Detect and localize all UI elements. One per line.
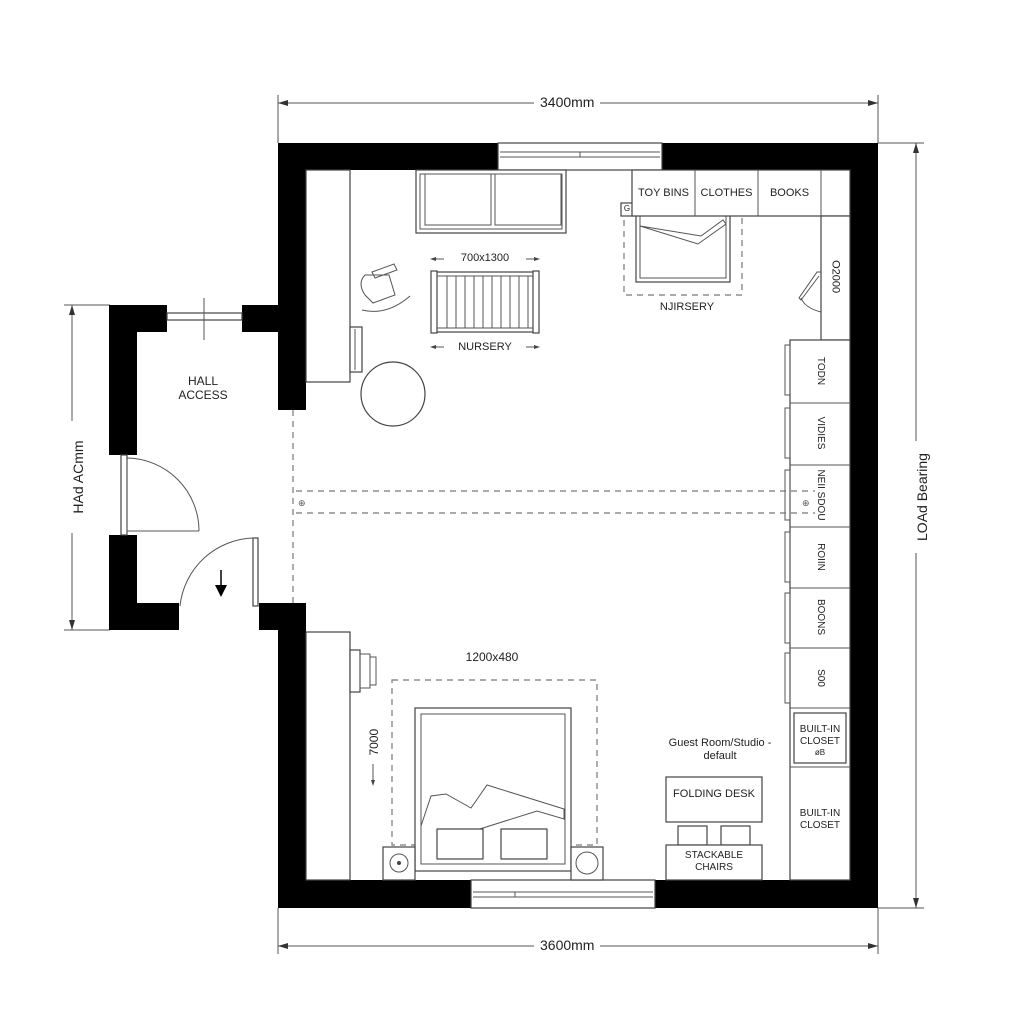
crib-dimension-arrows bbox=[430, 257, 540, 349]
bed-side-arrow bbox=[371, 764, 375, 786]
svg-text:⊕: ⊕ bbox=[802, 498, 810, 508]
shelf-books: BOOKS bbox=[769, 187, 810, 199]
hall-label-line2: ACCESS bbox=[178, 388, 228, 403]
bottom-window bbox=[470, 879, 656, 909]
guest-label-line1: Guest Room/Studio - bbox=[668, 737, 772, 749]
right-shelf-5: BOONS bbox=[815, 598, 826, 636]
right-shelf-4: ROIIN bbox=[815, 543, 826, 571]
top-window bbox=[497, 142, 663, 171]
right-shelf-1: TODN bbox=[815, 356, 826, 386]
nursery-bed bbox=[620, 202, 743, 296]
right-shelf-6: S00 bbox=[815, 669, 826, 687]
hall-label-line1: HALL bbox=[187, 374, 219, 388]
right-tall-unit bbox=[798, 215, 851, 341]
guest-room-label: Guest Room/Studio - default bbox=[650, 737, 790, 763]
center-dashed-band: ⊕ ⊕ bbox=[296, 490, 815, 514]
left-wardrobe-upper bbox=[305, 169, 363, 383]
left-wardrobe-lower bbox=[305, 631, 377, 881]
nightstand-marker: G bbox=[623, 204, 631, 213]
top-dimension-label: 3400mm bbox=[534, 94, 601, 110]
hall-front-door bbox=[179, 537, 259, 607]
bed-size-label: 1200x480 bbox=[465, 650, 519, 664]
closet-lower-line2: CLOSET bbox=[799, 820, 840, 831]
svg-text:⊕: ⊕ bbox=[298, 498, 306, 508]
right-shelf-3: NEII SDOU bbox=[815, 469, 826, 521]
right-shelf-column bbox=[784, 339, 851, 881]
closet-upper-line2: CLOSET bbox=[799, 736, 840, 747]
right-dimension-label: LOAd Bearing bbox=[914, 441, 930, 553]
guest-bed bbox=[382, 679, 604, 881]
folding-desk-label: FOLDING DESK bbox=[673, 788, 755, 800]
bottom-dimension-label: 3600mm bbox=[534, 937, 601, 953]
chairs-label-line1: STACKABLE bbox=[684, 850, 744, 861]
stackable-chairs-label: STACKABLE CHAIRS bbox=[666, 850, 762, 874]
right-shelf-2: VIDIES bbox=[815, 416, 826, 450]
top-shelf-unit bbox=[631, 169, 851, 217]
closet-upper-marker: øB bbox=[814, 748, 826, 757]
crib bbox=[430, 270, 540, 334]
crib-size-label: 700x1300 bbox=[460, 252, 510, 264]
hall-access-label: HALL ACCESS bbox=[168, 374, 238, 403]
left-dimension-label: HAd ACmm bbox=[70, 421, 86, 533]
round-rug bbox=[360, 361, 426, 427]
tall-unit-label: O2000 bbox=[829, 260, 842, 294]
nursery-bed-label: NJIRSERY bbox=[659, 301, 715, 313]
chairs-label-line2: CHAIRS bbox=[695, 862, 733, 873]
closet-upper-label: BUILT-IN CLOSET øB bbox=[794, 724, 846, 758]
shelf-toy-bins: TOY BINS bbox=[638, 187, 689, 199]
hall-walls bbox=[109, 305, 306, 630]
main-walls bbox=[259, 143, 878, 908]
hall-window bbox=[166, 298, 243, 340]
bed-side-dimension: 7000 bbox=[366, 728, 381, 756]
closet-lower-label: BUILT-IN CLOSET bbox=[790, 808, 850, 832]
sofa bbox=[415, 169, 567, 234]
nursery-crib-label: NURSERY bbox=[458, 341, 512, 353]
guest-label-line2: default bbox=[703, 750, 737, 763]
folding-desk bbox=[665, 776, 763, 823]
hall-side-door bbox=[120, 454, 200, 536]
stackable-chairs bbox=[665, 825, 763, 881]
shelf-clothes: CLOTHES bbox=[700, 187, 753, 199]
closet-upper-line1: BUILT-IN bbox=[799, 724, 841, 735]
closet-lower-line1: BUILT-IN bbox=[799, 808, 841, 819]
rocking-chair bbox=[360, 263, 411, 312]
